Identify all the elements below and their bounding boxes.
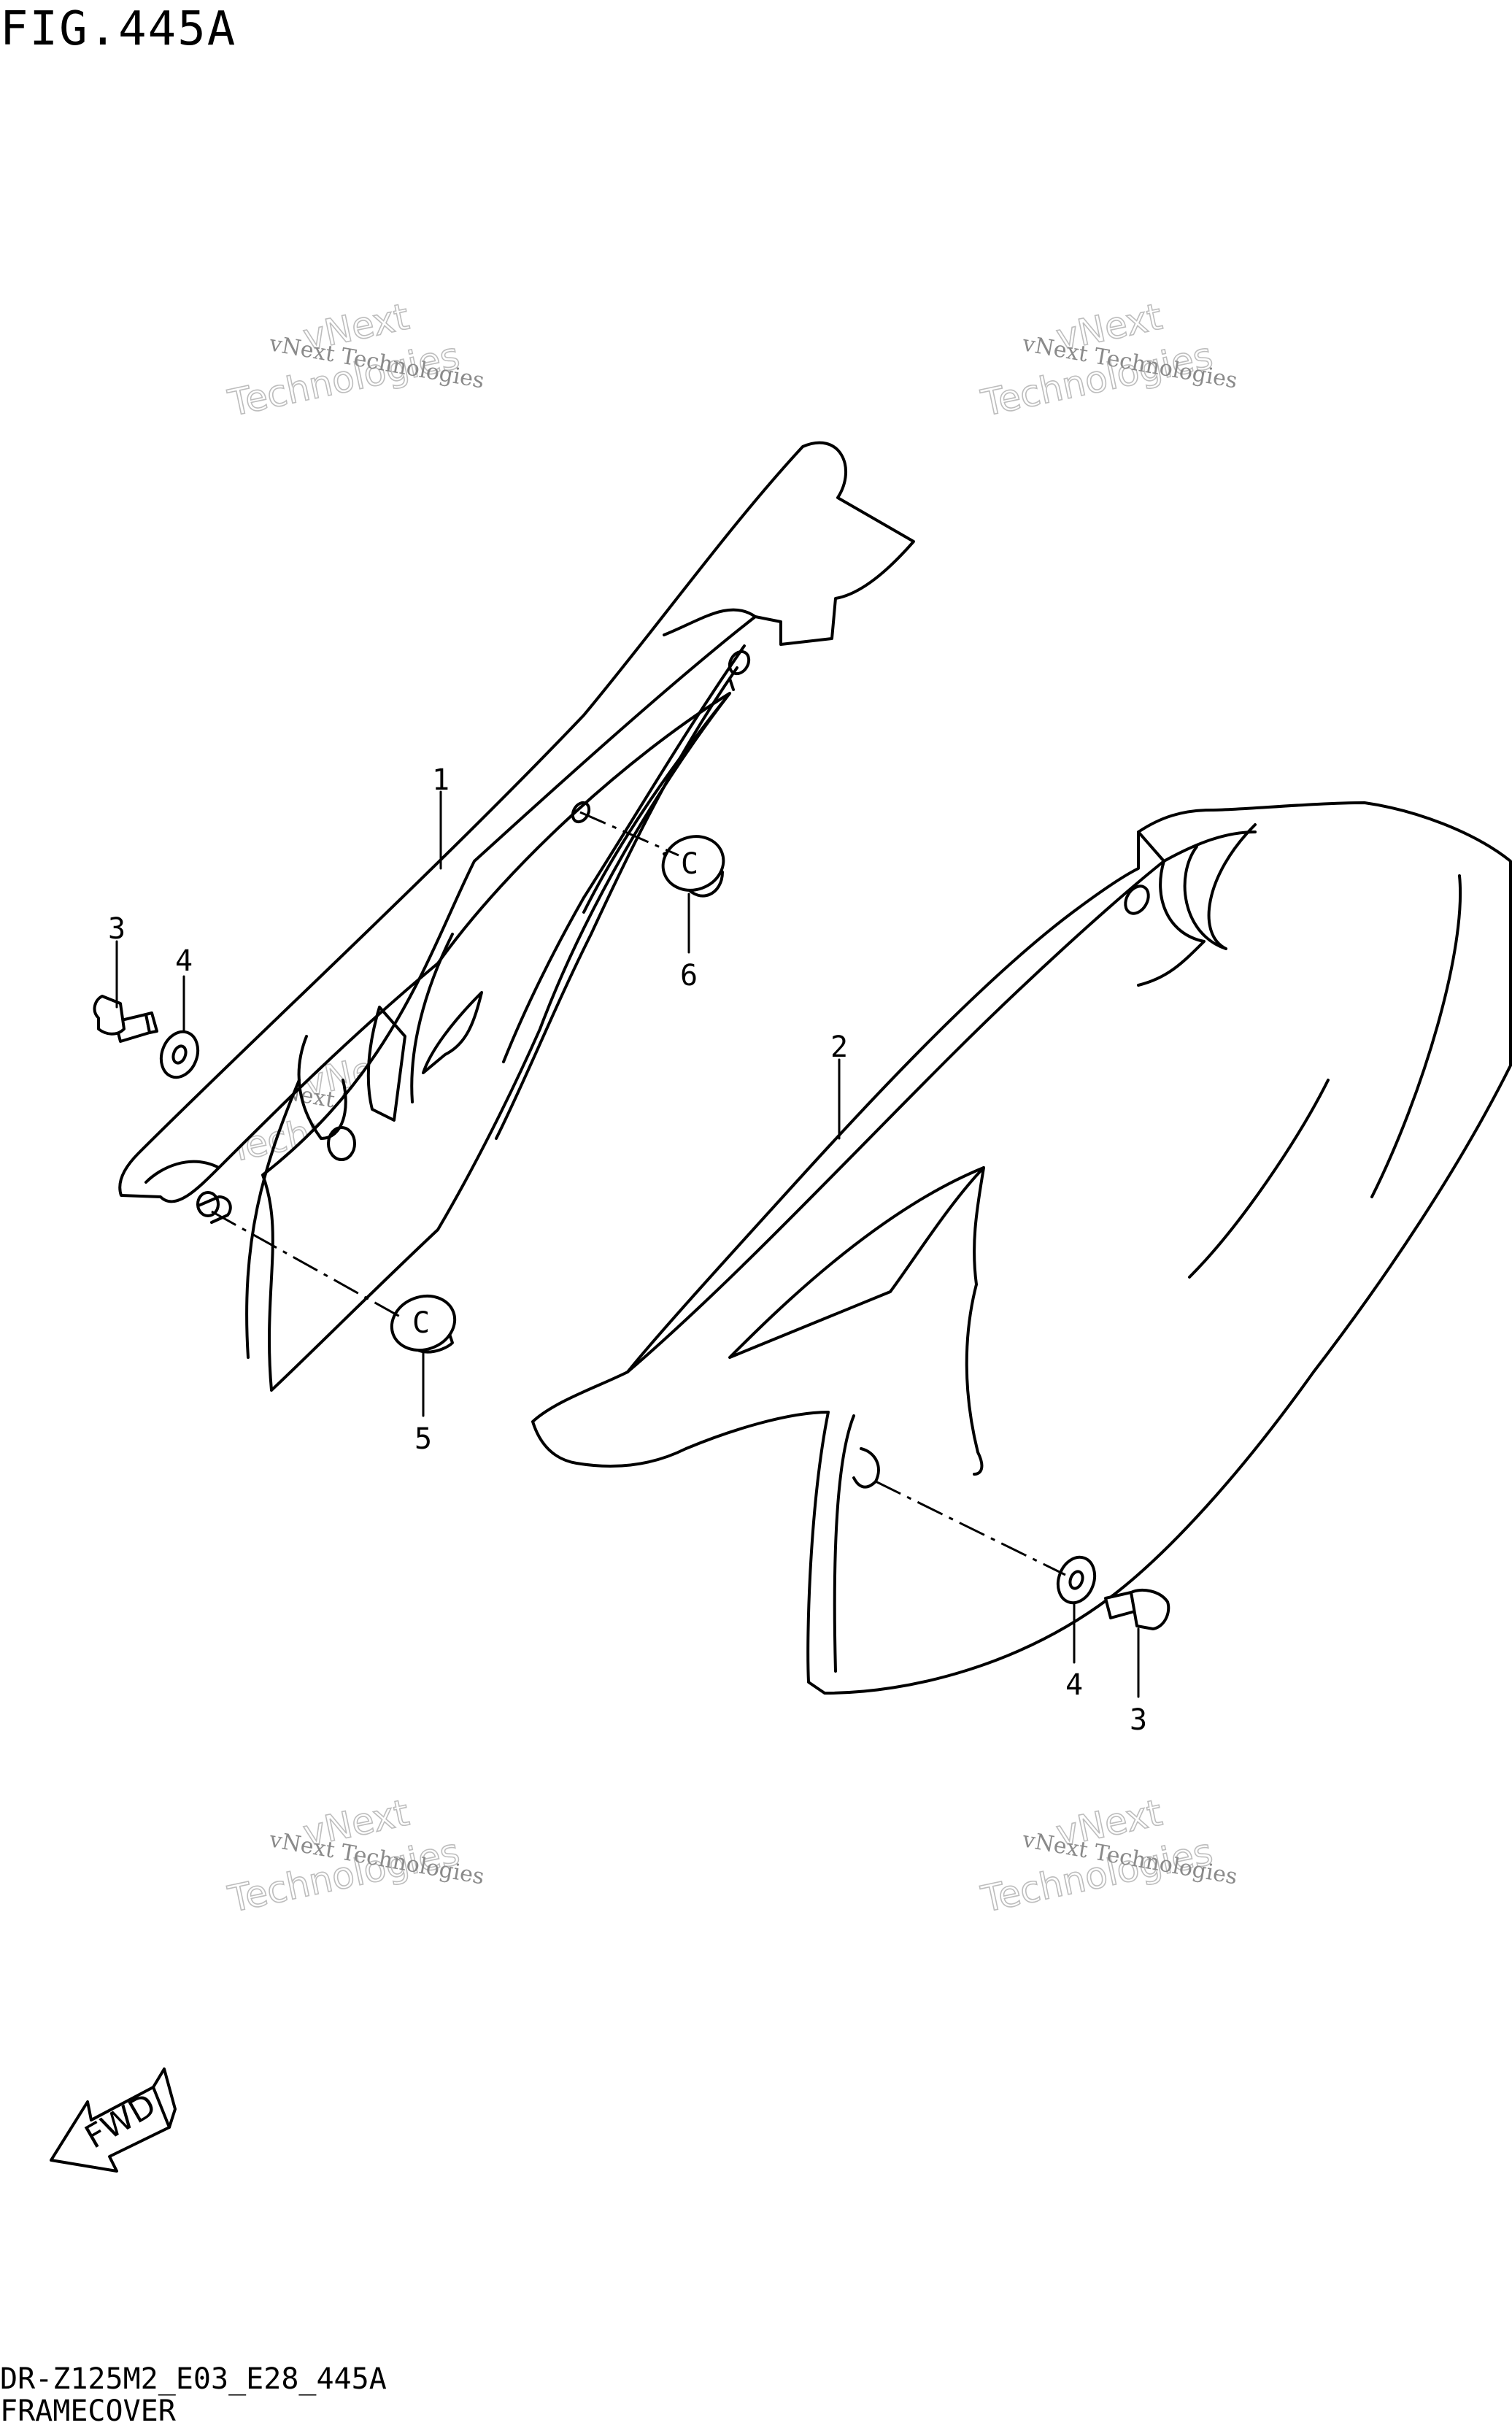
watermark-top-left: Technologies vNext vNext Technologies: [224, 295, 487, 425]
watermark-bottom-left: Technologies vNext vNext Technologies: [224, 1791, 487, 1922]
callout-5: 5: [414, 1422, 432, 1456]
callout-3-right: 3: [1130, 1703, 1147, 1737]
callout-4-right: 4: [1065, 1668, 1083, 1702]
grommet-part-5: C: [390, 1294, 457, 1354]
callout-2: 2: [830, 1030, 848, 1064]
section-name: FRAMECOVER: [0, 2394, 176, 2428]
watermark-bottom-right: Technologies vNext vNext Technologies: [977, 1791, 1240, 1922]
frame-cover-left: [118, 441, 915, 1392]
callout-3-left: 3: [108, 912, 126, 946]
callout-6: 6: [680, 959, 698, 993]
frame-cover-right: [531, 801, 1512, 1695]
fwd-direction-arrow: FWD: [50, 2067, 177, 2173]
model-code: DR-Z125M2_E03_E28_445A: [0, 2362, 387, 2396]
washer-part-4-left: [159, 1030, 200, 1079]
washer-part-4-right: [1056, 1555, 1097, 1605]
callout-1: 1: [432, 763, 450, 797]
callout-4-left: 4: [175, 944, 193, 978]
assembly-center-lines: [211, 811, 1066, 1576]
callout-leaders: [115, 790, 1140, 1698]
callout-labels: 1 3 4 5 6 2 4 3: [108, 763, 1147, 1737]
svg-text:C: C: [412, 1306, 430, 1340]
bolt-part-3-right: [1104, 1588, 1170, 1630]
bolt-part-3-left: [93, 995, 158, 1043]
svg-text:C: C: [681, 847, 698, 881]
watermark-top-right: Technologies vNext vNext Technologies: [977, 295, 1240, 425]
figure-title: FIG.445A: [0, 2, 237, 56]
grommet-part-6: C: [661, 835, 725, 898]
